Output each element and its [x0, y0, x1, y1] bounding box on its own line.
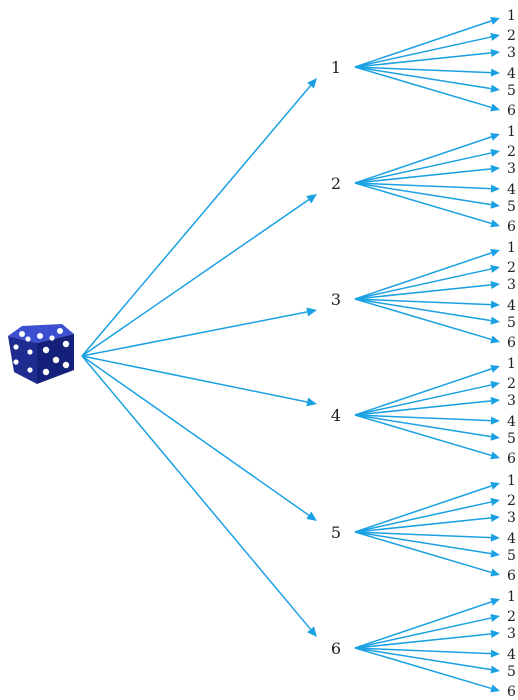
second-outcome-label: 1 [507, 8, 516, 24]
second-outcome-label: 3 [507, 161, 516, 177]
sub-branch-arrow [355, 532, 500, 542]
second-outcome-label: 3 [507, 510, 516, 526]
sub-branch-arrow [355, 299, 500, 343]
second-outcome-label: 5 [507, 431, 516, 447]
sub-branch-arrow [355, 614, 500, 648]
sub-branch-arrow [355, 265, 500, 299]
outcome-label: 4 [331, 406, 341, 425]
sub-branch-arrow [355, 415, 500, 425]
sub-branch-arrow [355, 299, 500, 309]
second-outcome-label: 5 [507, 548, 516, 564]
second-outcome-label: 3 [507, 626, 516, 642]
outcome-label: 6 [331, 639, 341, 658]
sub-branch-arrow [355, 33, 500, 67]
second-outcome-label: 2 [507, 144, 516, 160]
second-outcome-label: 1 [507, 240, 516, 256]
second-outcome-label: 1 [507, 356, 516, 372]
second-outcome-label: 2 [507, 493, 516, 509]
second-outcome-label: 5 [507, 664, 516, 680]
second-outcome-label: 2 [507, 609, 516, 625]
branch-arrow [82, 78, 317, 356]
second-outcome-label: 2 [507, 260, 516, 276]
second-outcome-label: 1 [507, 124, 516, 140]
sub-branch-arrow [355, 183, 500, 227]
second-outcome-label: 2 [507, 28, 516, 44]
outcome-label: 2 [331, 174, 341, 193]
sub-branch-arrow [355, 498, 500, 532]
second-outcome-label: 4 [507, 531, 516, 547]
second-outcome-label: 6 [507, 219, 516, 235]
sub-branch-arrow [355, 381, 500, 415]
sub-branch-arrow [355, 648, 500, 692]
second-outcome-label: 4 [507, 182, 516, 198]
second-outcome-label: 1 [507, 589, 516, 605]
outcome-label: 5 [331, 523, 341, 542]
second-outcome-label: 4 [507, 66, 516, 82]
second-outcome-label: 3 [507, 393, 516, 409]
second-outcome-label: 5 [507, 315, 516, 331]
second-outcome-label: 1 [507, 473, 516, 489]
sub-branch-arrow [355, 648, 500, 658]
second-outcome-label: 3 [507, 277, 516, 293]
dice-icon [8, 324, 74, 384]
second-outcome-label: 6 [507, 684, 516, 700]
second-outcome-label: 3 [507, 45, 516, 61]
outcome-label: 1 [331, 58, 341, 77]
second-outcome-label: 6 [507, 335, 516, 351]
second-outcome-label: 5 [507, 199, 516, 215]
second-outcome-label: 4 [507, 298, 516, 314]
second-outcome-label: 2 [507, 376, 516, 392]
second-outcome-label: 6 [507, 568, 516, 584]
second-outcome-label: 6 [507, 103, 516, 119]
sub-branch-arrow [355, 183, 500, 193]
sub-branch-arrow [355, 67, 500, 111]
second-outcome-label: 6 [507, 451, 516, 467]
sub-branch-arrow [355, 67, 500, 77]
branch-arrow [82, 194, 317, 356]
second-outcome-label: 5 [507, 83, 516, 99]
outcome-label: 3 [331, 290, 341, 309]
sub-branch-arrow [355, 532, 500, 576]
second-outcome-label: 4 [507, 414, 516, 430]
sub-branch-arrow [355, 149, 500, 183]
sub-branch-arrow [355, 415, 500, 459]
second-outcome-label: 4 [507, 647, 516, 663]
